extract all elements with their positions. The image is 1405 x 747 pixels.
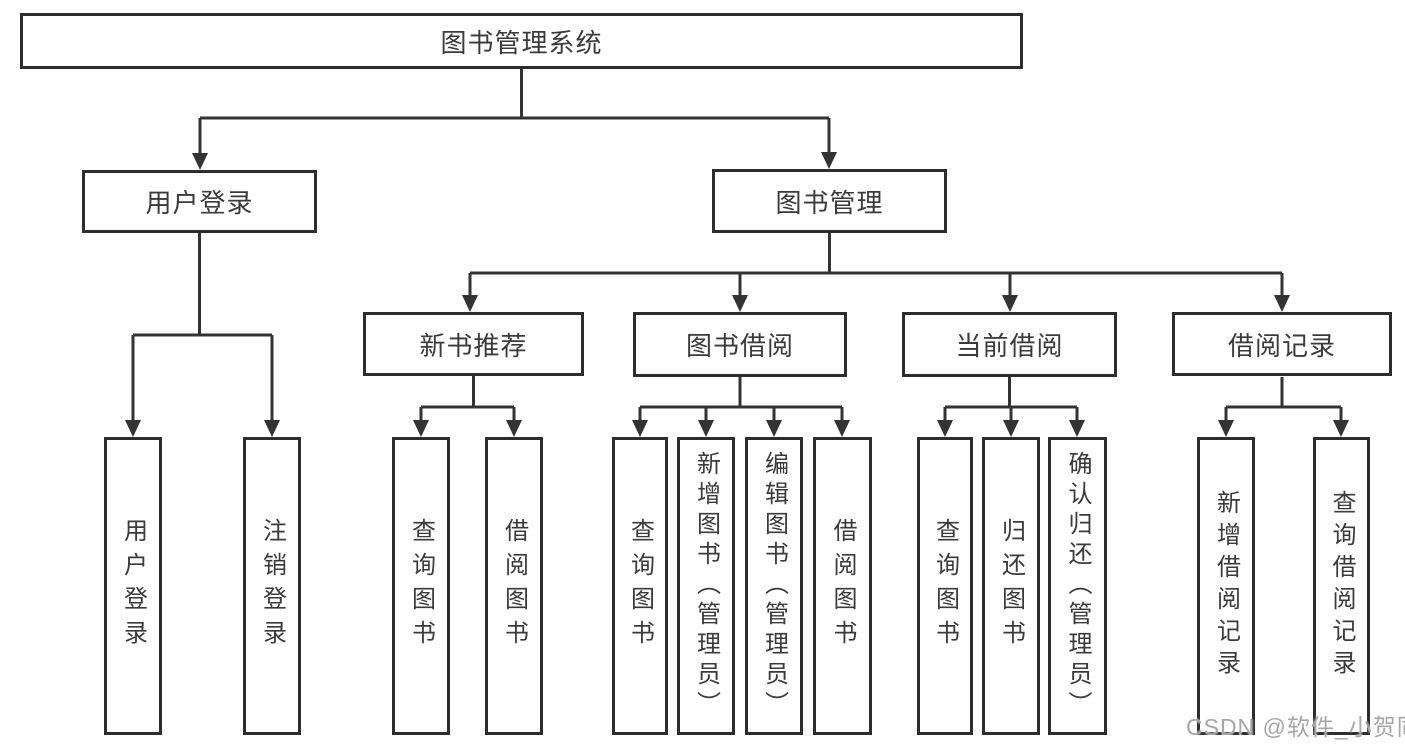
connector-borrowrecords-to-leaves bbox=[1224, 377, 1343, 421]
leaf-confirm-return-admin: 确认归还（管理员） bbox=[1048, 437, 1107, 735]
node-borrow-records: 借阅记录 bbox=[1172, 312, 1392, 376]
arrowheads bbox=[125, 152, 1349, 437]
leaf-edit-books-admin: 编辑图书（管理员） bbox=[745, 437, 803, 735]
node-root-system: 图书管理系统 bbox=[20, 13, 1023, 69]
node-book-borrow: 图书借阅 bbox=[633, 312, 847, 377]
leaf-add-borrow-record: 新增借阅记录 bbox=[1197, 437, 1255, 735]
leaf-query-borrow-record: 查询借阅记录 bbox=[1313, 437, 1370, 735]
leaf-user-login: 用户登录 bbox=[104, 437, 162, 735]
node-current-borrow: 当前借阅 bbox=[902, 312, 1117, 377]
node-new-book-recommend: 新书推荐 bbox=[363, 312, 584, 376]
connector-userlogin-to-leaves bbox=[131, 233, 274, 421]
leaf-borrow-query-books: 查询图书 bbox=[612, 437, 668, 735]
leaf-logout: 注销登录 bbox=[243, 437, 301, 735]
connector-bookborrow-to-leaves bbox=[638, 377, 844, 421]
connector-newbookrec-to-leaves bbox=[419, 376, 516, 421]
connector-currentborrow-to-leaves bbox=[943, 377, 1079, 421]
leaf-borrow-books: 借阅图书 bbox=[813, 437, 872, 735]
node-book-management: 图书管理 bbox=[712, 169, 947, 233]
connector-bookmgmt-to-level3 bbox=[468, 233, 1284, 296]
csdn-watermark: CSDN @软件_小贺同学 bbox=[1186, 714, 1405, 740]
node-user-login: 用户登录 bbox=[82, 170, 317, 233]
leaf-return-books: 归还图书 bbox=[982, 437, 1040, 735]
leaf-recommend-borrow-books: 借阅图书 bbox=[485, 437, 543, 735]
leaf-recommend-query-books: 查询图书 bbox=[392, 437, 450, 735]
leaf-current-query-books: 查询图书 bbox=[917, 437, 973, 735]
connector-root-to-level2 bbox=[198, 69, 831, 154]
leaf-add-books-admin: 新增图书（管理员） bbox=[677, 437, 735, 735]
